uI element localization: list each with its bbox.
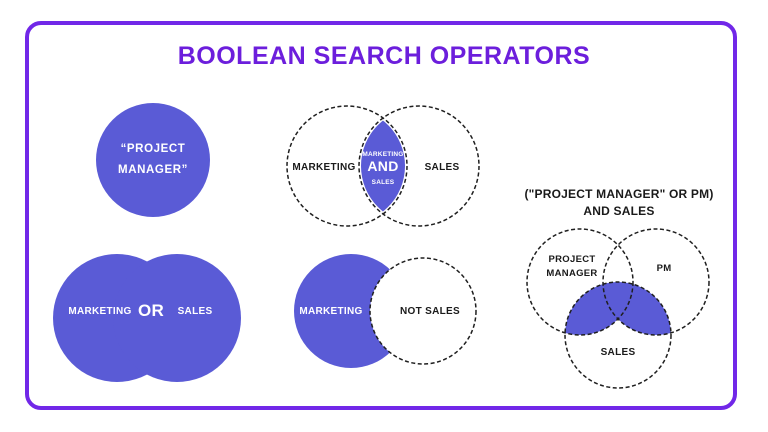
and-intersection-label-line2: AND (367, 158, 398, 174)
not-left-label: MARKETING (299, 306, 362, 317)
not-sales-circle-outline (369, 257, 477, 365)
content-frame-border (25, 21, 737, 410)
sales-circle-outline (358, 105, 480, 227)
exact-phrase-circle: “PROJECT MANAGER” (96, 103, 210, 217)
exact-phrase-label-line1: “PROJECT (120, 143, 186, 155)
not-right-label: NOT SALES (400, 306, 460, 317)
marketing-circle-outline (286, 105, 408, 227)
or-operator-label: OR (138, 301, 164, 320)
or-right-label: SALES (178, 306, 213, 317)
combined-bottom-label: SALES (601, 347, 636, 358)
or-venn-diagram: MARKETING OR SALES (53, 254, 241, 382)
combined-top-right-label: PM (657, 263, 672, 274)
or-sales-circle (113, 254, 241, 382)
and-right-label: SALES (425, 162, 460, 173)
and-left-label: MARKETING (292, 162, 355, 173)
and-intersection-label-line3: SALES (372, 179, 395, 186)
page-title: BOOLEAN SEARCH OPERATORS (177, 42, 591, 70)
project-manager-circle-outline (526, 228, 634, 336)
or-left-label: MARKETING (68, 306, 131, 317)
combined-top-left-label-line2: MANAGER (546, 268, 597, 279)
combined-intersection-fill (565, 282, 671, 335)
not-venn-diagram: MARKETING NOT SALES (294, 254, 477, 368)
combined-venn-diagram: PROJECT MANAGER PM SALES (526, 228, 710, 389)
and-intersection-label-line1: MARKETING (362, 151, 403, 158)
not-sales-circle-mask (370, 258, 476, 364)
and-intersection-fill (361, 108, 405, 224)
combined-query-heading: ("PROJECT MANAGER" OR PM) AND SALES (504, 186, 734, 220)
and-venn-diagram: MARKETING SALES MARKETING AND SALES (286, 105, 480, 227)
combined-heading-line1: ("PROJECT MANAGER" OR PM) (524, 187, 714, 201)
combined-sales-circle-outline (564, 281, 672, 389)
pm-circle-outline (602, 228, 710, 336)
combined-heading-line2: AND SALES (583, 204, 655, 218)
combined-top-left-label-line1: PROJECT (549, 254, 596, 265)
exact-phrase-label-line2: MANAGER” (118, 164, 188, 176)
